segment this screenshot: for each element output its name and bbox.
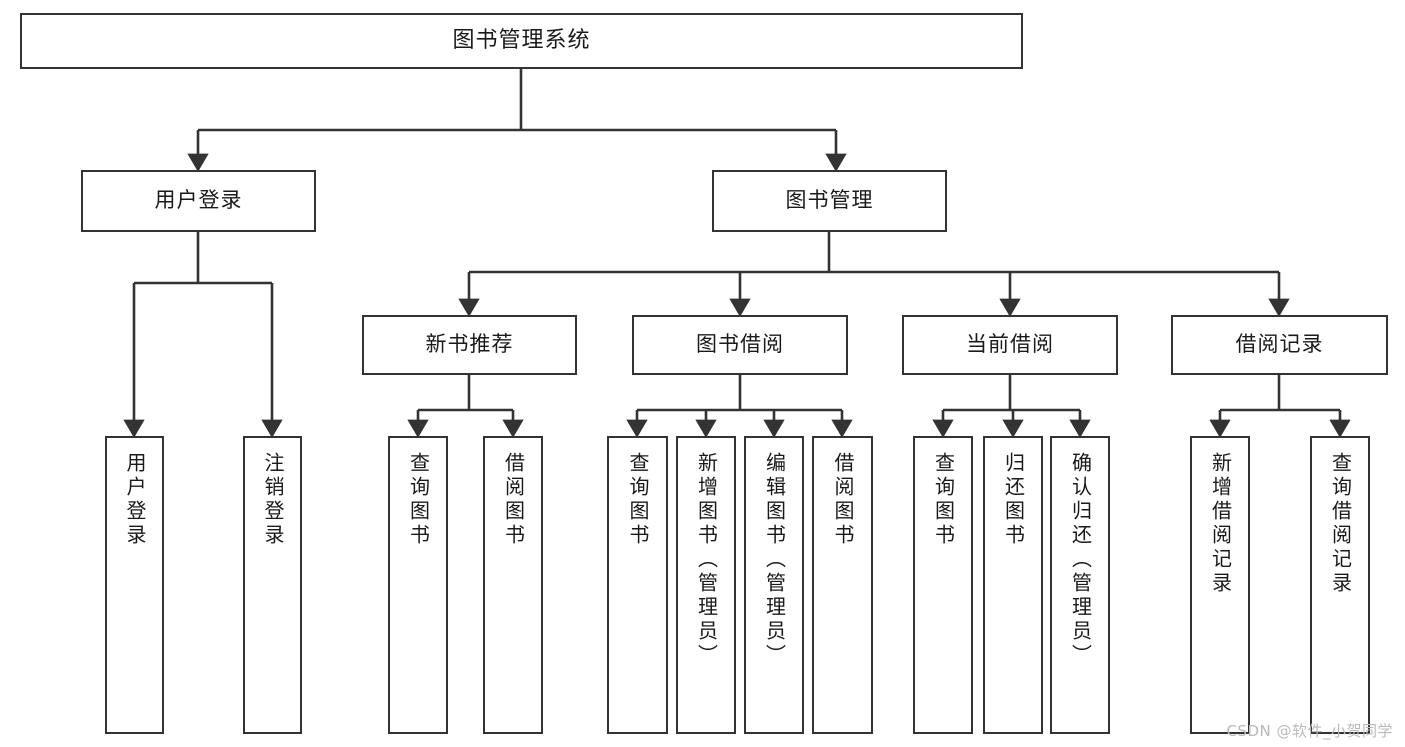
node-leaf-return-book[interactable]: 归还图书 xyxy=(983,436,1043,734)
node-root-label: 图书管理系统 xyxy=(452,27,591,53)
node-leaf-add-book-label: 新增图书（管理员） xyxy=(694,452,719,668)
node-leaf-logout-label: 注销登录 xyxy=(261,452,285,548)
node-leaf-query-book[interactable]: 查询图书 xyxy=(607,436,668,734)
node-leaf-query-book-cur[interactable]: 查询图书 xyxy=(913,436,973,734)
node-leaf-query-book-cur-label: 查询图书 xyxy=(931,452,956,548)
node-leaf-confirm-return-label: 确认归还（管理员） xyxy=(1068,452,1093,668)
node-leaf-borrow-book-label: 借阅图书 xyxy=(831,452,855,548)
node-borrow-record[interactable]: 借阅记录 xyxy=(1171,315,1388,375)
node-leaf-query-book-rec[interactable]: 查询图书 xyxy=(388,436,448,734)
node-user-login-label: 用户登录 xyxy=(154,188,243,213)
node-user-login[interactable]: 用户登录 xyxy=(81,170,316,232)
node-leaf-borrow-book-rec[interactable]: 借阅图书 xyxy=(483,436,543,734)
watermark: CSDN @软件_小贺同学 xyxy=(1226,722,1393,740)
node-borrow-record-label: 借阅记录 xyxy=(1235,332,1324,357)
node-leaf-logout[interactable]: 注销登录 xyxy=(243,436,302,734)
node-leaf-add-record[interactable]: 新增借阅记录 xyxy=(1190,436,1250,734)
node-book-borrow[interactable]: 图书借阅 xyxy=(632,315,848,375)
node-new-book-recommend-label: 新书推荐 xyxy=(425,332,514,357)
node-leaf-query-book-rec-label: 查询图书 xyxy=(406,452,431,548)
node-book-management-label: 图书管理 xyxy=(785,188,874,213)
node-current-borrow[interactable]: 当前借阅 xyxy=(902,315,1118,375)
node-leaf-return-book-label: 归还图书 xyxy=(1001,452,1026,548)
node-leaf-user-login-label: 用户登录 xyxy=(123,452,147,548)
node-leaf-user-login[interactable]: 用户登录 xyxy=(105,436,164,734)
node-leaf-edit-book[interactable]: 编辑图书（管理员） xyxy=(744,436,804,734)
node-book-borrow-label: 图书借阅 xyxy=(696,332,784,357)
node-root[interactable]: 图书管理系统 xyxy=(20,13,1023,69)
node-current-borrow-label: 当前借阅 xyxy=(966,332,1054,357)
node-leaf-edit-book-label: 编辑图书（管理员） xyxy=(762,452,787,668)
node-new-book-recommend[interactable]: 新书推荐 xyxy=(362,315,577,375)
node-leaf-add-book[interactable]: 新增图书（管理员） xyxy=(676,436,736,734)
node-leaf-query-book-label: 查询图书 xyxy=(626,452,650,548)
node-book-management[interactable]: 图书管理 xyxy=(712,170,947,232)
node-leaf-borrow-book-rec-label: 借阅图书 xyxy=(501,452,526,548)
node-leaf-borrow-book[interactable]: 借阅图书 xyxy=(812,436,873,734)
node-leaf-confirm-return[interactable]: 确认归还（管理员） xyxy=(1050,436,1110,734)
node-leaf-add-record-label: 新增借阅记录 xyxy=(1208,452,1233,596)
node-leaf-query-record[interactable]: 查询借阅记录 xyxy=(1310,436,1370,734)
node-leaf-query-record-label: 查询借阅记录 xyxy=(1328,452,1353,596)
